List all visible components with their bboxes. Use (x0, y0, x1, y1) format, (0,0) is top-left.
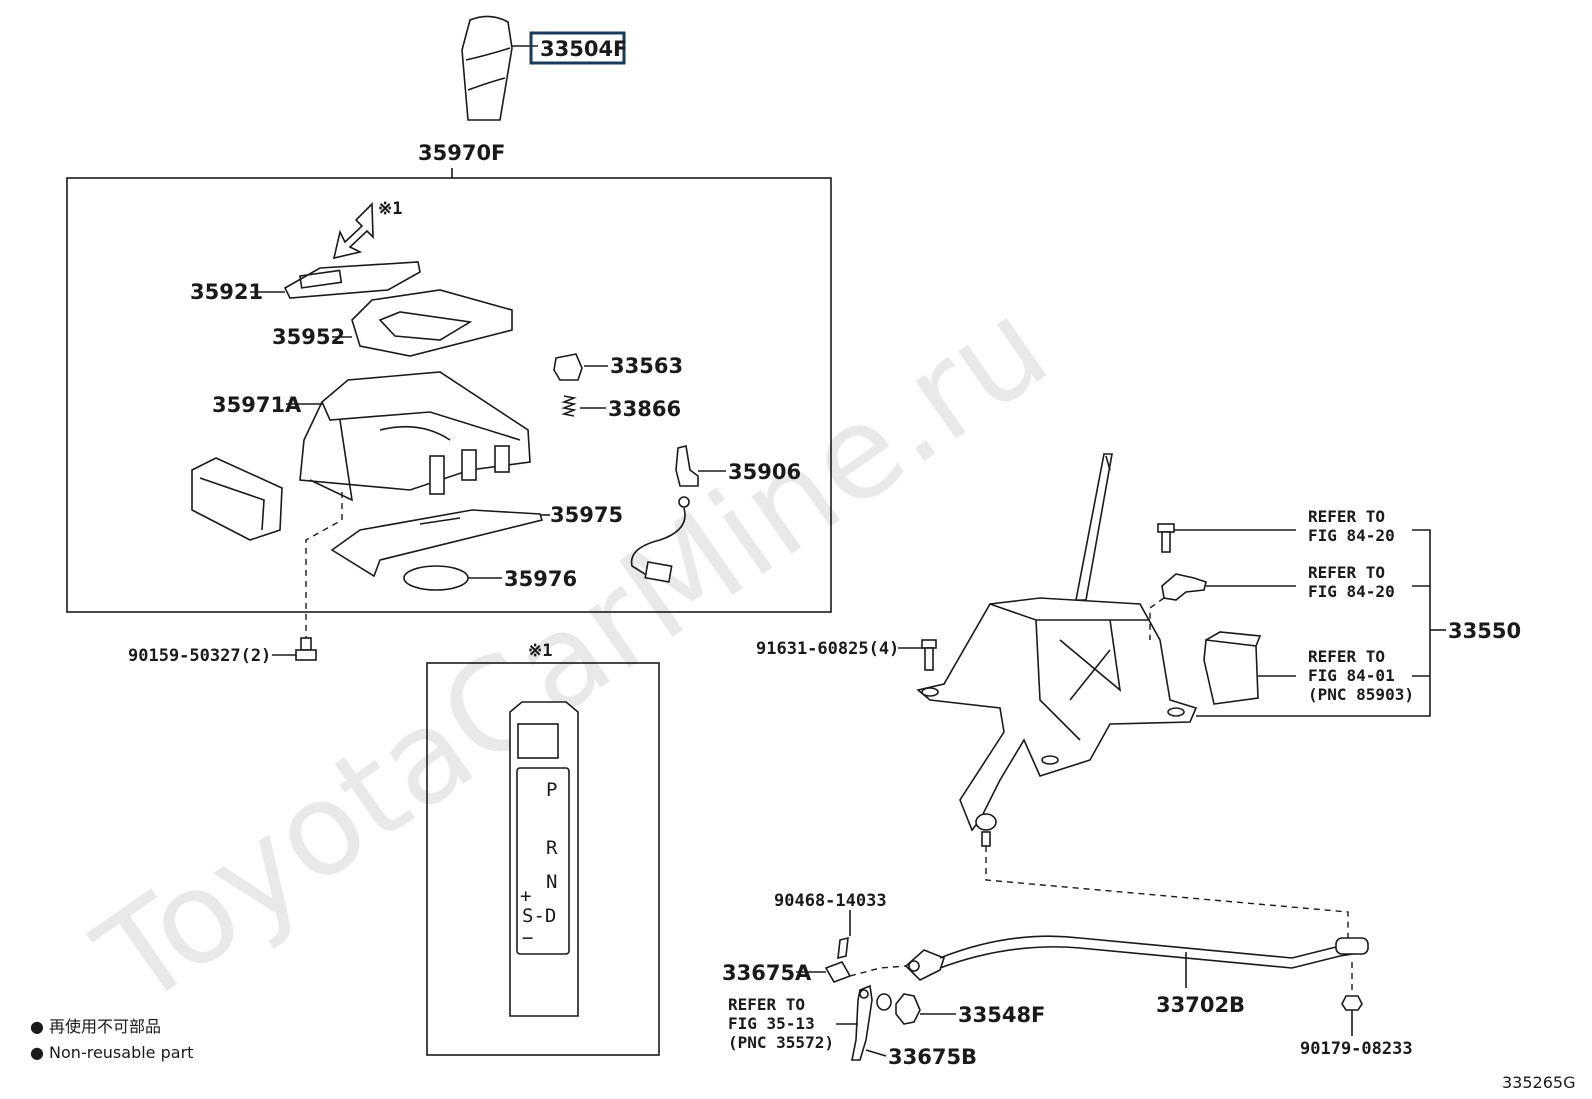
shift-SD: S-D (522, 905, 556, 927)
shift-minus: − (522, 927, 533, 949)
label-35976[interactable]: 35976 (504, 567, 577, 591)
refer-3-line1: REFER TO (1308, 647, 1385, 666)
label-91631-60825[interactable]: 91631-60825(4) (756, 639, 899, 659)
refer-2-line2: FIG 84-20 (1308, 582, 1395, 601)
refer-3-line2: FIG 84-01 (1308, 666, 1395, 685)
highlight-box-33504F[interactable] (529, 31, 626, 65)
label-35970F[interactable]: 35970F (418, 141, 505, 165)
figure-id: 335265G (1502, 1073, 1575, 1092)
shift-R: R (546, 837, 558, 859)
label-33550[interactable]: 33550 (1448, 619, 1521, 643)
label-33866[interactable]: 33866 (608, 397, 681, 421)
label-33504F[interactable]: 33504F (540, 37, 627, 61)
shift-N: N (546, 871, 557, 893)
shift-knob (461, 15, 513, 121)
refer-1-line2: FIG 84-20 (1308, 526, 1395, 545)
shift-lever-assembly-33550 (916, 453, 1198, 847)
label-33563[interactable]: 33563 (610, 354, 683, 378)
bolt-91631 (921, 639, 937, 671)
label-33675B[interactable]: 33675B (888, 1045, 977, 1069)
label-35952[interactable]: 35952 (272, 325, 345, 349)
refer-2-line1: REFER TO (1308, 563, 1385, 582)
legend-jp: ● 再使用不可部品 (30, 1017, 161, 1036)
label-35921[interactable]: 35921 (190, 280, 263, 304)
legend-en: ● Non-reusable part (30, 1043, 193, 1062)
label-90159-50327[interactable]: 90159-50327(2) (128, 646, 271, 666)
label-35906[interactable]: 35906 (728, 460, 801, 484)
label-90468-14033[interactable]: 90468-14033 (774, 891, 887, 911)
label-33675A[interactable]: 33675A (722, 961, 812, 985)
label-33548F[interactable]: 33548F (958, 1003, 1045, 1027)
label-90179-08233[interactable]: 90179-08233 (1300, 1039, 1413, 1059)
shift-plus: + (520, 885, 531, 907)
shift-P: P (546, 779, 557, 801)
label-35975[interactable]: 35975 (550, 503, 623, 527)
refer-4-line3: (PNC 35572) (728, 1033, 834, 1052)
label-35971A[interactable]: 35971A (212, 393, 302, 417)
assembly-box-35970F (66, 177, 832, 613)
mark-note-1: ※1 (378, 199, 402, 219)
refer-3-line3: (PNC 85903) (1308, 685, 1414, 704)
bolt-90159 (295, 637, 317, 661)
control-rod-33702B (904, 935, 1369, 981)
lever-33675B (851, 984, 873, 1061)
refer-1-line1: REFER TO (1308, 507, 1385, 526)
screw-ref-1 (1157, 523, 1175, 553)
shift-indicator-box (426, 662, 660, 1056)
refer-4-line2: FIG 35-13 (728, 1014, 815, 1033)
mark-note-1b: ※1 (528, 641, 552, 661)
refer-4-line1: REFER TO (728, 995, 805, 1014)
label-33702B[interactable]: 33702B (1156, 993, 1245, 1017)
shift-housing-35971A (299, 371, 531, 502)
